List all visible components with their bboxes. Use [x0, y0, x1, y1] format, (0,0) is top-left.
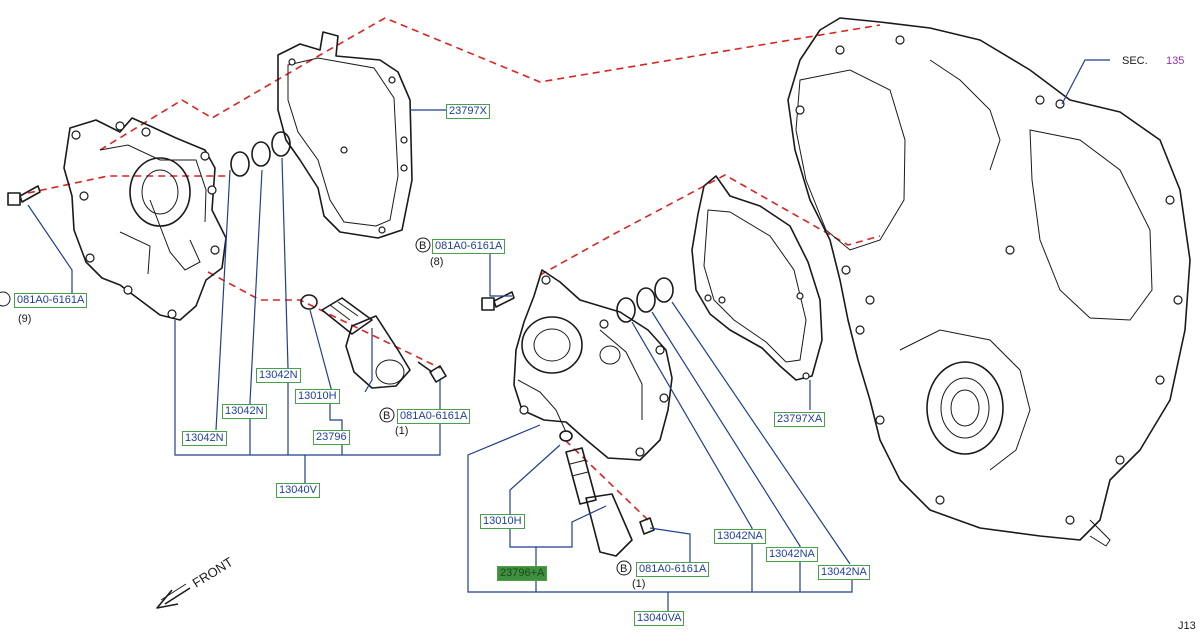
b-marker-left	[0, 291, 11, 307]
section-label: SEC.	[1122, 55, 1148, 67]
qty-bolt-left: (9)	[18, 313, 31, 325]
b-marker-lower-small-text: B	[620, 563, 627, 575]
bolt-left	[7, 185, 41, 206]
front-direction-arrow: FRONT	[156, 554, 236, 609]
b-marker-upper-small-text: B	[383, 410, 390, 422]
label-gasket-lower[interactable]: 23797XA	[774, 412, 826, 427]
label-gasket-upper[interactable]: 23797X	[446, 104, 490, 119]
right-valve-solenoid	[559, 430, 655, 557]
figure-code: J13	[1178, 620, 1196, 632]
label-bolt-mid[interactable]: 081A0-6161A	[432, 239, 506, 254]
left-timing-cover	[63, 117, 227, 321]
label-valve-l[interactable]: 13010H	[295, 389, 340, 404]
alignment-dashed-lines	[27, 17, 881, 521]
label-oring-r2[interactable]: 13042NA	[766, 547, 818, 562]
label-oring-r1[interactable]: 13042NA	[714, 529, 766, 544]
leader-lines	[27, 59, 1110, 612]
lower-gasket	[691, 175, 823, 381]
right-o-rings	[616, 277, 674, 323]
label-oring-l2[interactable]: 13042N	[222, 404, 267, 419]
label-cover-l[interactable]: 13040V	[276, 483, 320, 498]
upper-gasket	[277, 31, 413, 239]
label-bolt-upper-small[interactable]: 081A0-6161A	[397, 409, 471, 424]
b-marker-lower-small	[616, 560, 632, 576]
b-marker-mid-text: B	[419, 240, 426, 252]
right-timing-cover	[513, 269, 673, 461]
label-valve-r[interactable]: 13010H	[480, 514, 525, 529]
timing-chain-case	[787, 17, 1191, 547]
qty-bolt-lower-small: (1)	[632, 578, 645, 590]
b-marker-upper-small	[379, 407, 395, 423]
bolt-mid	[481, 291, 515, 311]
b-marker-mid	[415, 237, 431, 253]
label-oring-l1[interactable]: 13042N	[182, 431, 227, 446]
label-oring-l3[interactable]: 13042N	[256, 368, 301, 383]
circle-markers: B B B	[0, 237, 632, 576]
front-label: FRONT	[190, 554, 236, 590]
label-bolt-lower-small[interactable]: 081A0-6161A	[636, 562, 710, 577]
left-o-rings	[230, 131, 291, 177]
left-valve-solenoid	[300, 294, 447, 389]
label-oring-r3[interactable]: 13042NA	[818, 565, 870, 580]
label-bolt-left[interactable]: 081A0-6161A	[14, 293, 88, 308]
qty-bolt-upper-small: (1)	[395, 425, 408, 437]
label-solenoid-r[interactable]: 23796+A	[497, 566, 548, 581]
label-cover-r[interactable]: 13040VA	[634, 611, 685, 626]
section-number: 135	[1166, 55, 1184, 67]
qty-bolt-mid: (8)	[430, 256, 443, 268]
label-solenoid-l[interactable]: 23796	[313, 430, 350, 445]
